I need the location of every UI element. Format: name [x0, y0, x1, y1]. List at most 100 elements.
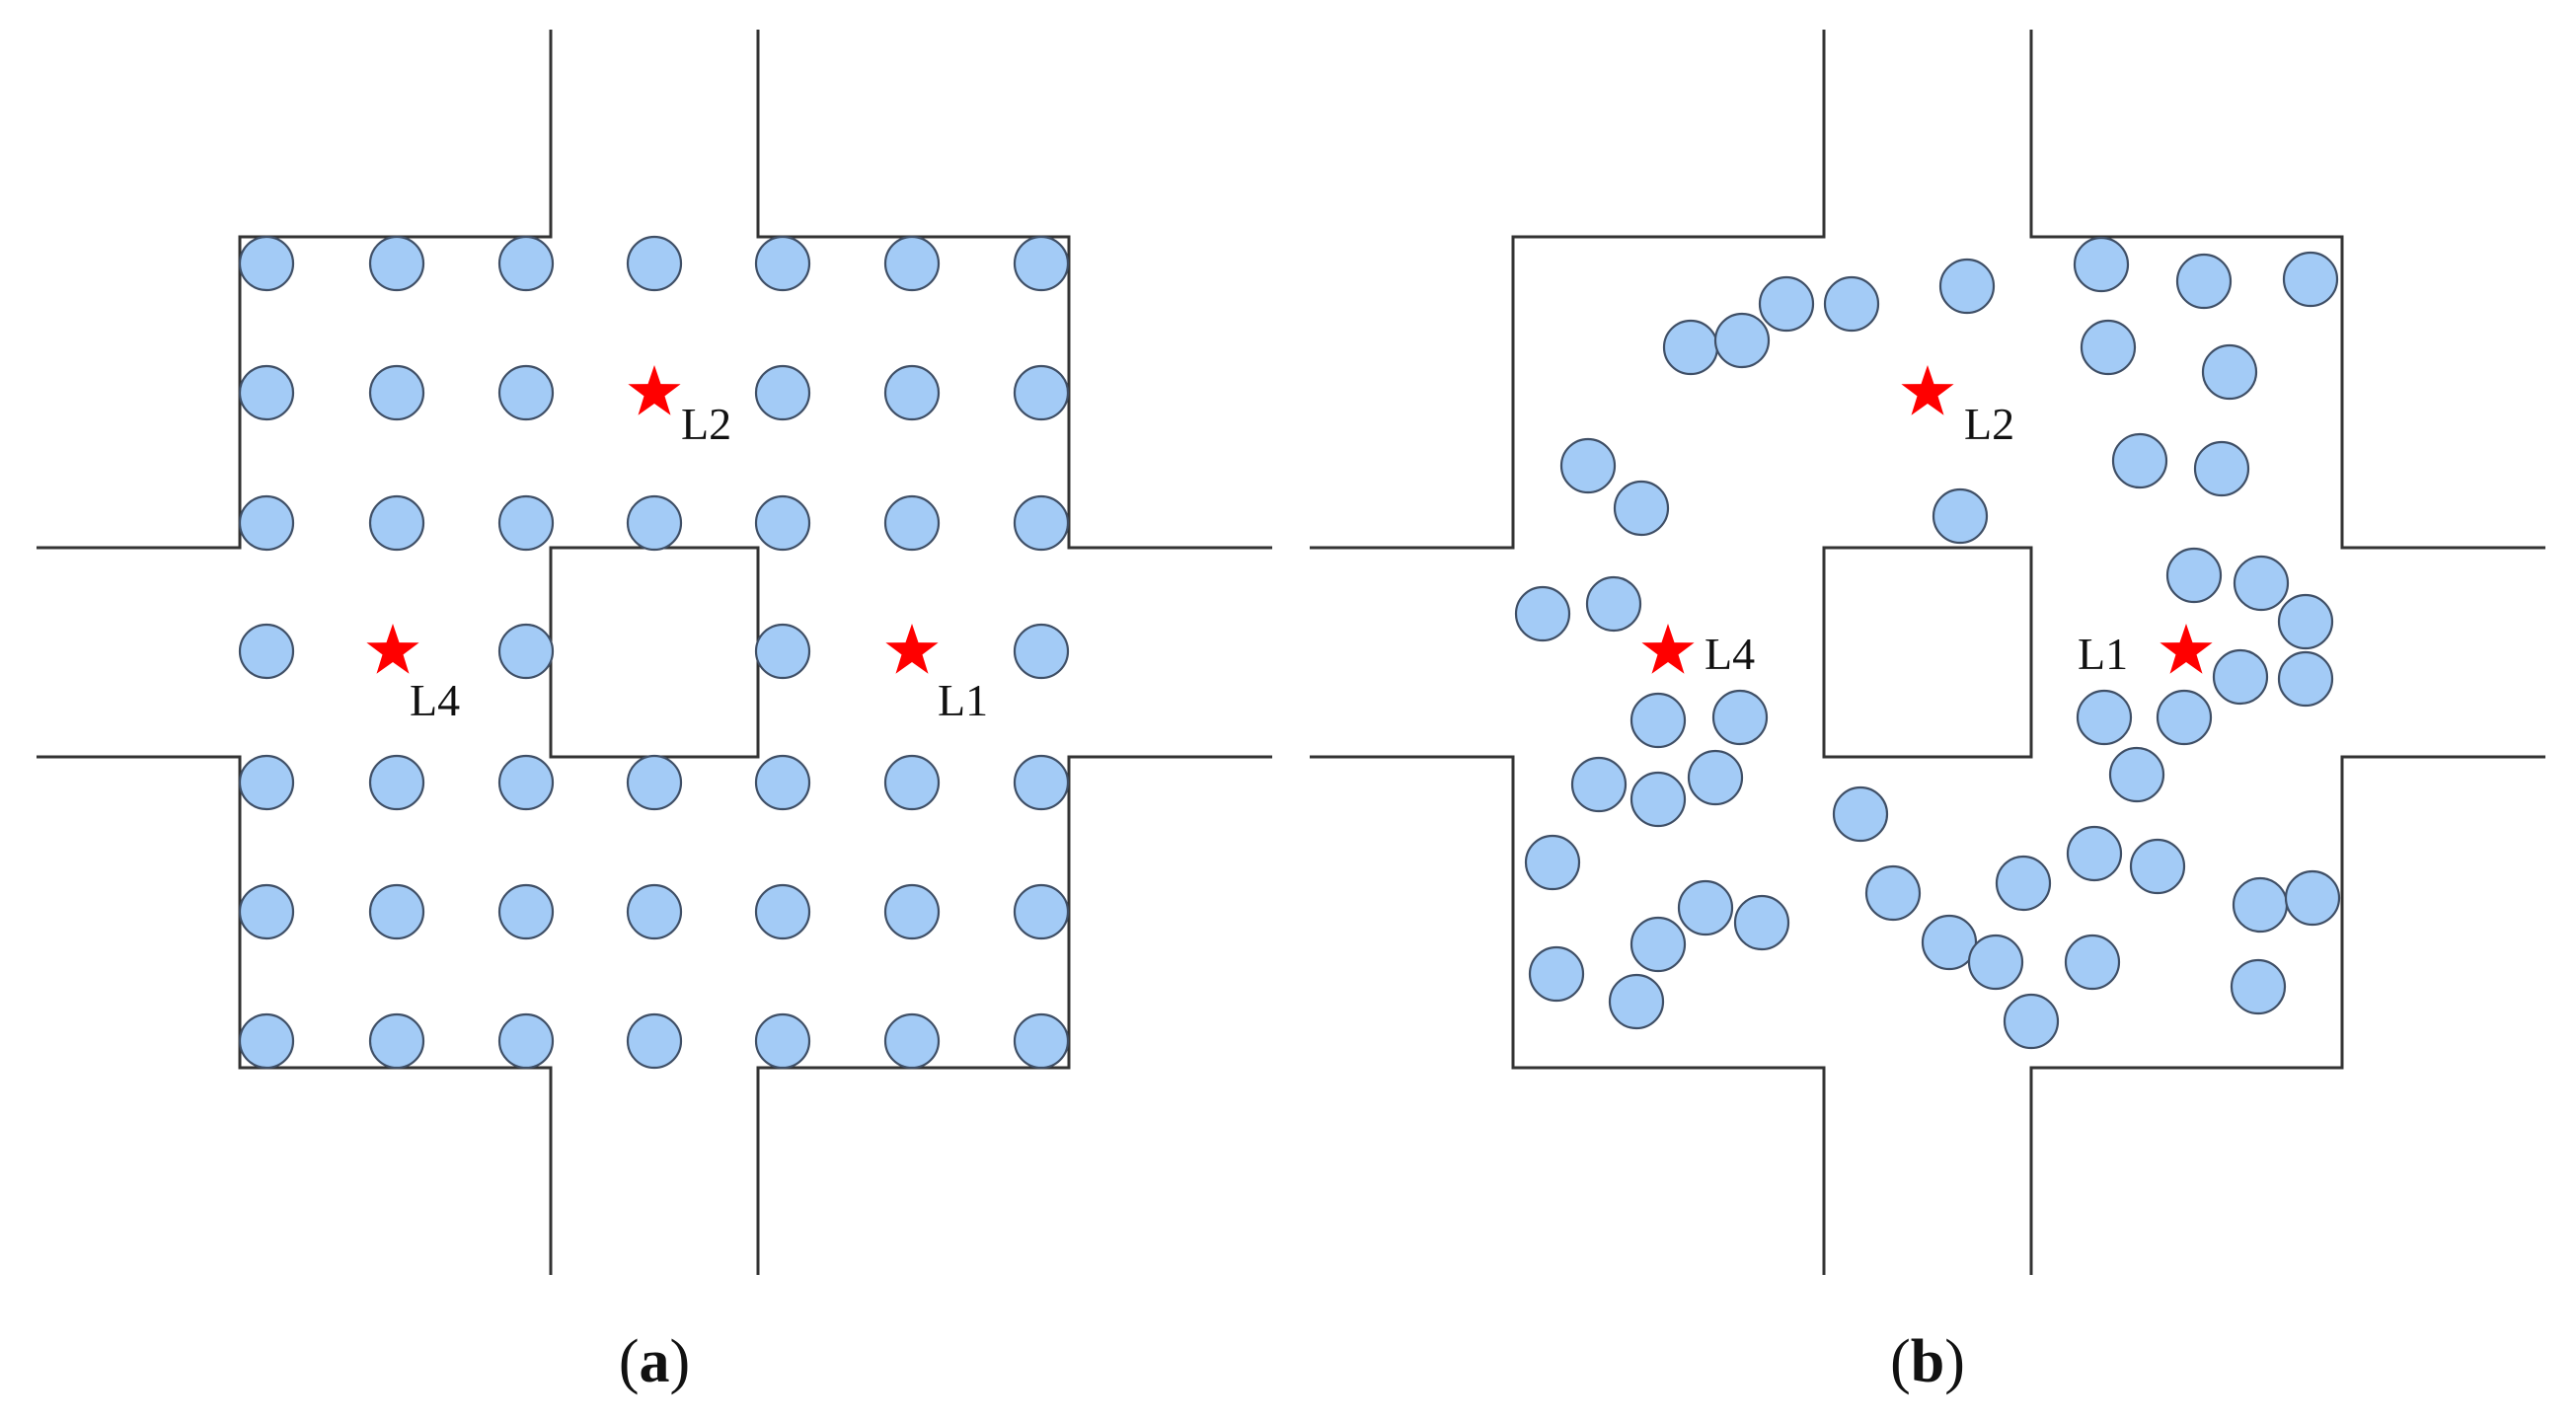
pedestrian-circle: [1864, 864, 1922, 922]
pedestrian-circle: [2111, 432, 2168, 489]
pedestrian-circle: [2066, 825, 2123, 882]
pedestrian-circle: [2076, 689, 2133, 746]
pedestrian-circle: [2108, 746, 2165, 803]
pedestrian-circle: [497, 1012, 555, 1070]
panel-a-marker-label-l2: L2: [681, 399, 731, 449]
pedestrian-circle: [497, 235, 555, 292]
pedestrian-circle: [2277, 593, 2334, 650]
pedestrian-circle: [754, 623, 811, 680]
pedestrian-circle: [497, 754, 555, 811]
panel-b-marker-label-l2: L2: [1964, 399, 2014, 449]
pedestrian-circle: [1677, 879, 1734, 936]
pedestrian-circle: [1938, 258, 1996, 315]
pedestrian-circle: [2282, 251, 2339, 308]
panel-b-marker-label-l1: L1: [2078, 629, 2128, 679]
pedestrian-circle: [626, 494, 683, 552]
pedestrian-circle: [1013, 364, 1070, 421]
panel-b-outer-wall-right-top: [2029, 30, 2545, 550]
pedestrian-circle: [626, 754, 683, 811]
pedestrian-circle: [2129, 838, 2186, 895]
pedestrian-circle: [368, 1012, 425, 1070]
pedestrian-circle: [2064, 934, 2121, 991]
panel-a-outer-wall-left-bottom: [37, 755, 553, 1275]
pedestrian-circle: [1013, 754, 1070, 811]
panel-b-caption: (b): [1890, 1328, 1965, 1395]
panel-a-star-icon-l1: [885, 624, 939, 674]
pedestrian-circle: [754, 494, 811, 552]
pedestrian-circle: [1528, 945, 1585, 1003]
panel-b-outer-wall-left-bottom: [1310, 755, 1826, 1275]
pedestrian-circle: [883, 364, 941, 421]
panel-b-markers: L2 L4 L1: [1641, 365, 2213, 679]
pedestrian-circle: [883, 754, 941, 811]
pedestrian-circle: [754, 754, 811, 811]
pedestrian-circle: [1758, 275, 1815, 333]
pedestrian-circle: [1524, 834, 1581, 891]
pedestrian-circle: [368, 235, 425, 292]
pedestrian-circle: [2232, 876, 2289, 934]
pedestrian-circle: [2230, 958, 2287, 1015]
pedestrian-circle: [2165, 547, 2223, 604]
pedestrian-circle: [754, 883, 811, 940]
pedestrian-circle: [1932, 487, 1989, 545]
panel-b-outer-wall-top: [1310, 30, 1826, 550]
pedestrian-circle: [238, 235, 295, 292]
pedestrian-circle: [497, 883, 555, 940]
pedestrian-circle: [497, 364, 555, 421]
panel-a: L2 L4 L1 (a): [37, 30, 1272, 1395]
panel-a-pedestrians: [238, 235, 1070, 1070]
pedestrian-circle: [1823, 275, 1880, 333]
pedestrian-circle: [1713, 312, 1771, 369]
pedestrian-circle: [754, 235, 811, 292]
pedestrian-circle: [1585, 575, 1642, 633]
pedestrian-circle: [883, 235, 941, 292]
pedestrian-circle: [2080, 319, 2137, 376]
panel-a-marker-label-l4: L4: [410, 675, 460, 725]
panel-b: L2 L4 L1 (b): [1310, 30, 2545, 1395]
pedestrian-circle: [1514, 585, 1571, 642]
pedestrian-circle: [1921, 914, 1978, 971]
pedestrian-circle: [1013, 883, 1070, 940]
panel-a-star-icon-l2: [628, 365, 681, 415]
pedestrian-circle: [2212, 648, 2269, 706]
pedestrian-circle: [1013, 494, 1070, 552]
pedestrian-circle: [1733, 894, 1790, 951]
pedestrian-circle: [883, 494, 941, 552]
pedestrian-circle: [1608, 973, 1665, 1030]
pedestrian-circle: [2175, 253, 2233, 310]
pedestrian-circle: [238, 883, 295, 940]
pedestrian-circle: [1570, 756, 1628, 813]
pedestrian-circle: [368, 883, 425, 940]
pedestrian-circle: [626, 1012, 683, 1070]
pedestrian-circle: [1629, 916, 1687, 973]
pedestrian-circle: [1711, 689, 1769, 746]
pedestrian-circle: [1013, 623, 1070, 680]
panel-b-marker-label-l4: L4: [1705, 629, 1755, 679]
pedestrian-circle: [626, 235, 683, 292]
panel-b-pedestrians: [1514, 236, 2341, 1050]
pedestrian-circle: [2277, 650, 2334, 708]
pedestrian-circle: [368, 494, 425, 552]
pedestrian-circle: [883, 1012, 941, 1070]
pedestrian-circle: [238, 754, 295, 811]
panel-b-central-obstacle: [1822, 546, 2033, 759]
panel-b-outer-wall-right-bottom: [2029, 755, 2545, 1275]
pedestrian-circle: [1629, 771, 1687, 828]
pedestrian-circle: [2201, 343, 2258, 401]
panel-a-caption: (a): [619, 1328, 690, 1395]
panel-a-outer-wall-right-top: [756, 30, 1272, 550]
pedestrian-circle: [1687, 749, 1744, 806]
pedestrian-circle: [754, 1012, 811, 1070]
pedestrian-circle: [368, 364, 425, 421]
pedestrian-circle: [2233, 555, 2290, 612]
panel-a-central-obstacle: [549, 546, 760, 759]
pedestrian-circle: [1013, 1012, 1070, 1070]
pedestrian-circle: [2193, 440, 2250, 497]
pedestrian-circle: [2073, 236, 2130, 293]
panel-b-star-icon-l1: [2159, 624, 2213, 674]
pedestrian-circle: [2003, 993, 2060, 1050]
pedestrian-circle: [497, 623, 555, 680]
pedestrian-circle: [754, 364, 811, 421]
panel-b-star-icon-l4: [1641, 624, 1695, 674]
